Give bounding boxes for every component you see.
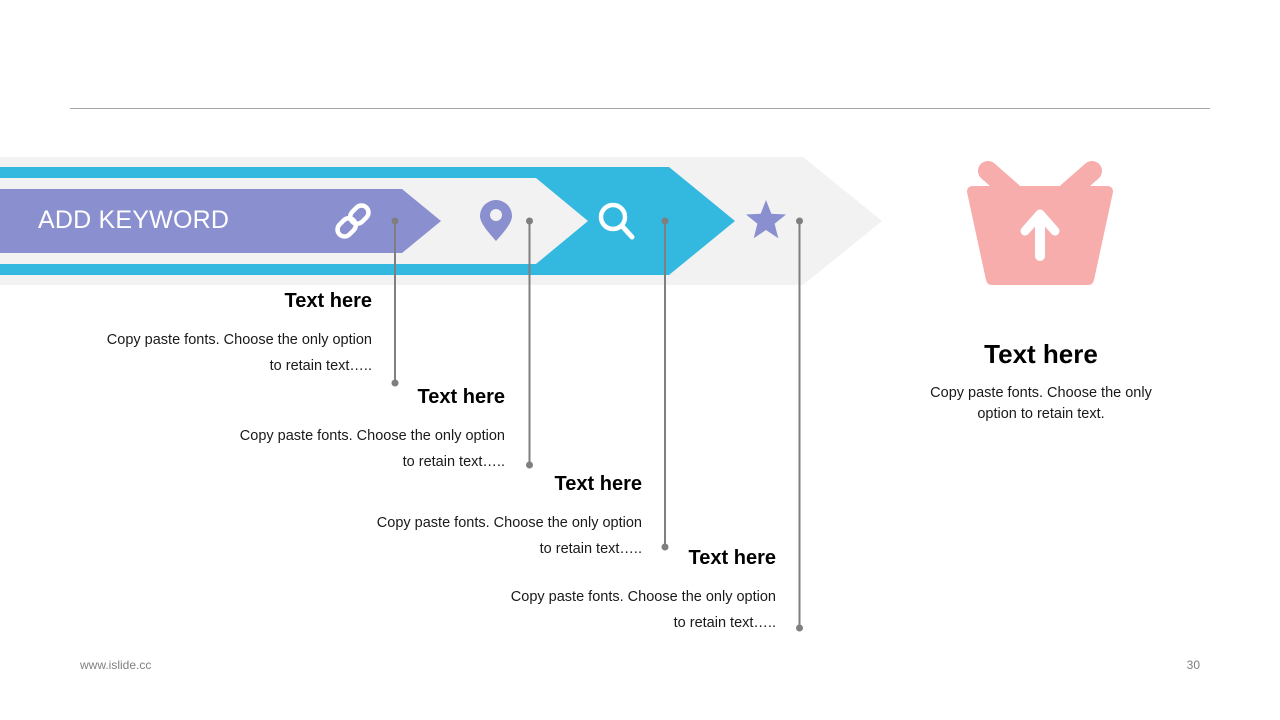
connector-lines [391,217,803,632]
page-number: 30 [1186,658,1200,672]
step-4-desc-line-1: Copy paste fonts. Choose the only option [510,589,776,605]
basket-upload-icon [967,161,1113,285]
step-3-description: Copy paste fonts. Choose the only option… [377,510,642,562]
step-3-text: Text here Copy paste fonts. Choose the o… [377,472,642,562]
keyword-label: ADD KEYWORD [38,206,230,234]
summary-desc-line-1: Copy paste fonts. Choose the only [930,385,1152,401]
star-icon [746,200,786,239]
step-1-description: Copy paste fonts. Choose the only option… [107,327,372,379]
search-icon [598,202,635,240]
summary-description: Copy paste fonts. Choose the only option… [900,383,1182,425]
step-1-desc-line-2: to retain text….. [269,358,372,374]
step-1-desc-line-1: Copy paste fonts. Choose the only option [106,332,372,348]
purple-arrow [0,189,441,253]
footer-website: www.islide.cc [80,658,152,672]
step-2-title: Text here [417,386,505,408]
link-icon [335,203,371,239]
location-pin-icon [480,200,512,241]
step-3-desc-line-1: Copy paste fonts. Choose the only option [376,515,642,531]
step-4-title: Text here [688,547,776,569]
step-4-text: Text here Copy paste fonts. Choose the o… [511,546,776,636]
step-1-title: Text here [284,290,372,312]
step-2-desc-line-2: to retain text….. [402,454,505,470]
top-divider [70,108,1210,109]
step-3-title: Text here [554,473,642,495]
step-2-text: Text here Copy paste fonts. Choose the o… [240,385,505,475]
summary-text: Text here Copy paste fonts. Choose the o… [900,339,1182,425]
summary-desc-line-2: option to retain text. [977,406,1105,422]
step-2-description: Copy paste fonts. Choose the only option… [240,423,505,475]
step-1-text: Text here Copy paste fonts. Choose the o… [107,289,372,379]
step-4-description: Copy paste fonts. Choose the only option… [511,584,776,636]
step-3-desc-line-2: to retain text….. [539,541,642,557]
summary-title: Text here [984,339,1098,369]
step-4-desc-line-2: to retain text….. [673,615,776,631]
step-2-desc-line-1: Copy paste fonts. Choose the only option [239,428,505,444]
